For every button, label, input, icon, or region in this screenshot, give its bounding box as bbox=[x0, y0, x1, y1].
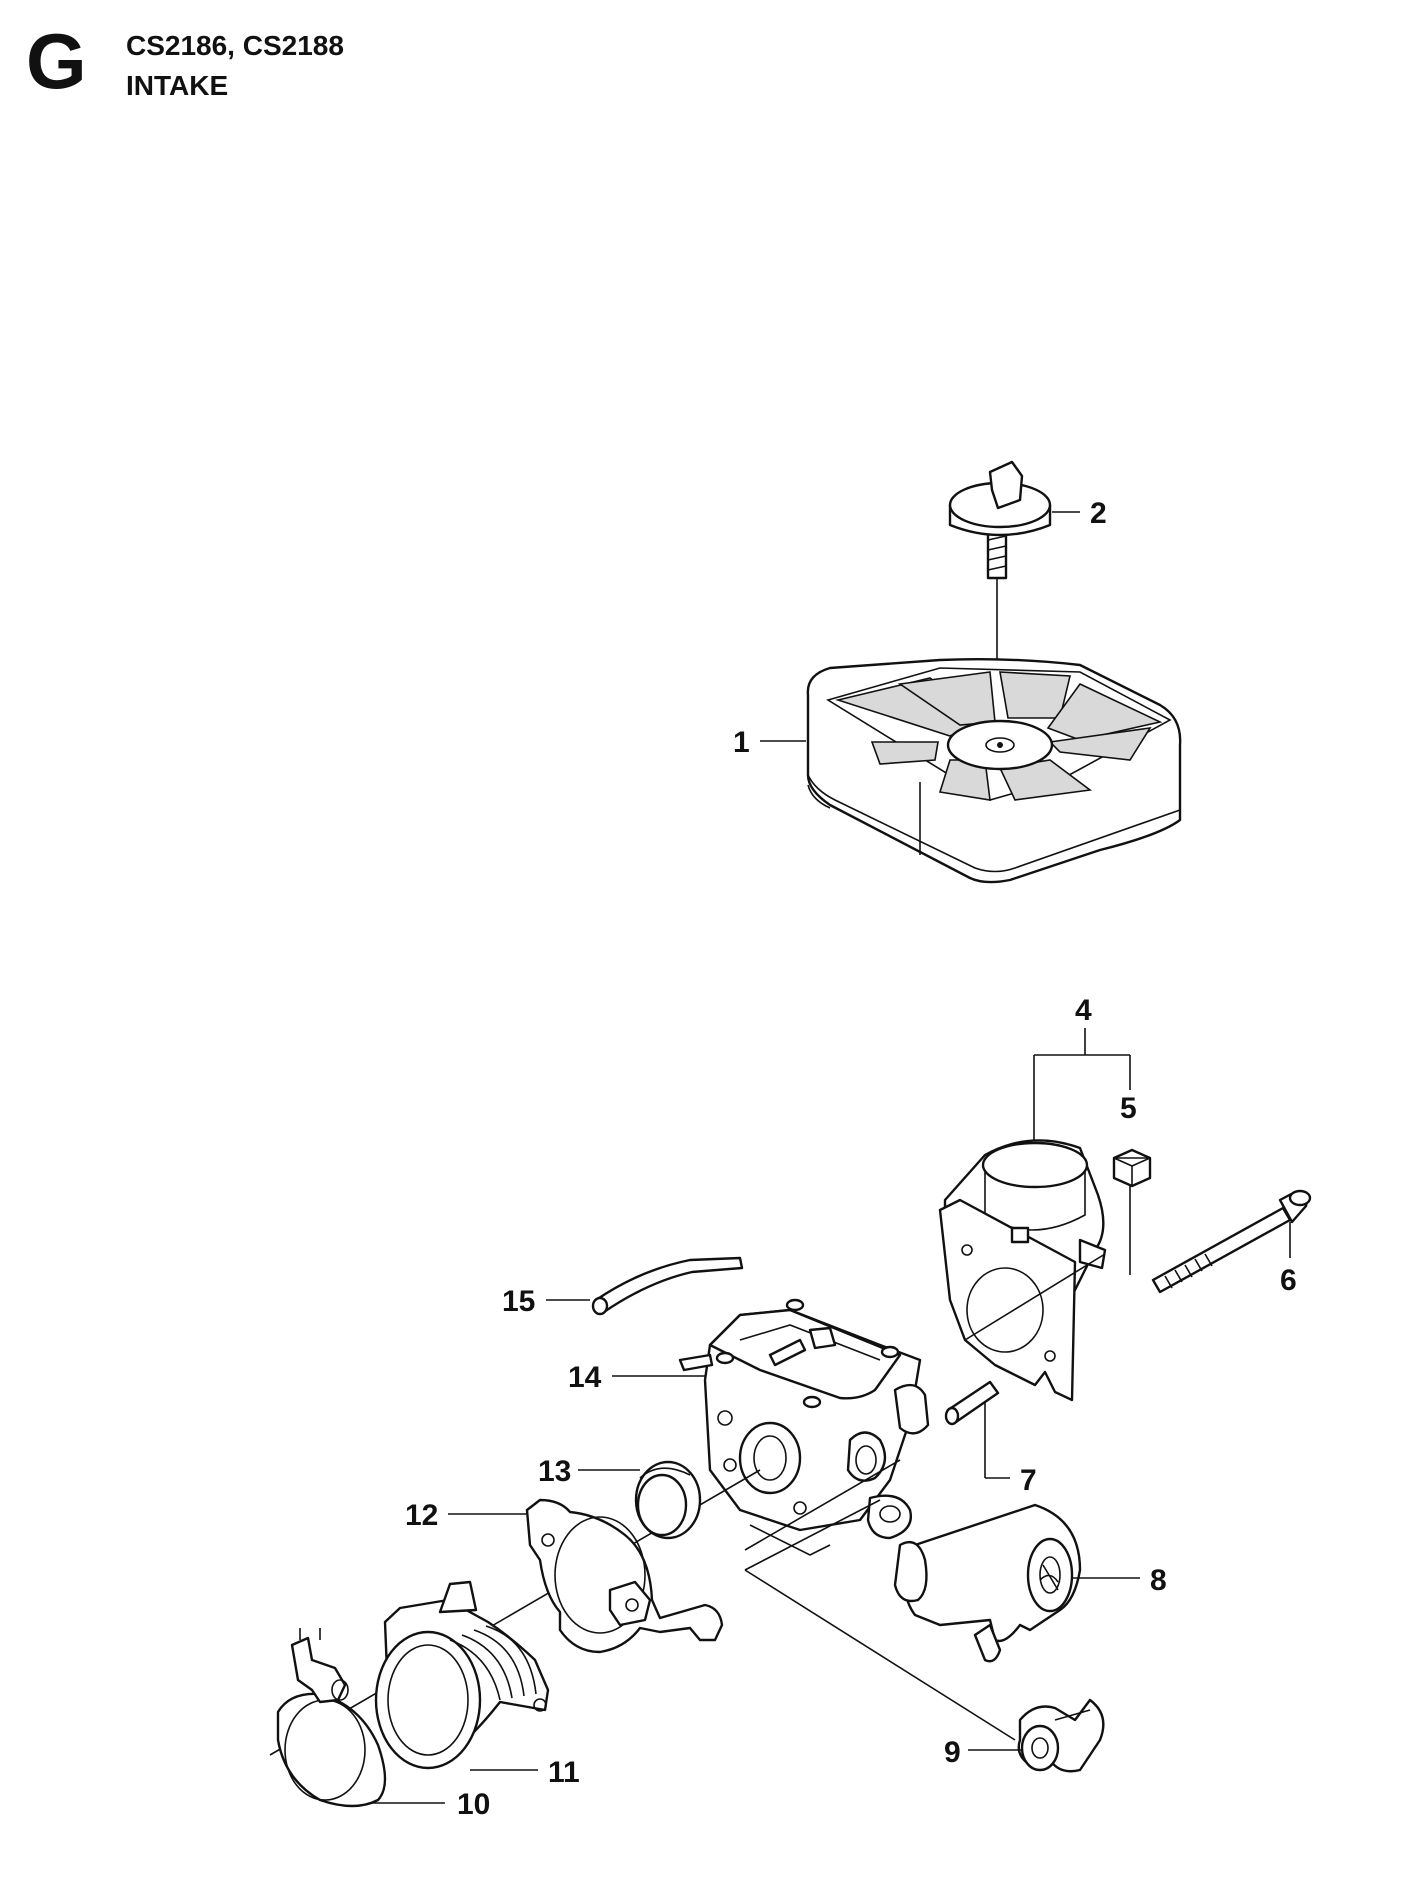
callout-6: 6 bbox=[1280, 1264, 1297, 1297]
callout-5: 5 bbox=[1120, 1092, 1137, 1125]
part-2-knob bbox=[948, 460, 1052, 740]
part-7-dowel bbox=[944, 1380, 1010, 1479]
section-title: INTAKE bbox=[126, 70, 229, 101]
part-9-fitting bbox=[1017, 1698, 1105, 1773]
model-numbers: CS2186, CS2188 bbox=[126, 30, 344, 61]
part-15-hose bbox=[591, 1256, 744, 1316]
callout-8: 8 bbox=[1150, 1564, 1167, 1597]
part-5-nut bbox=[1112, 1148, 1152, 1275]
part-6-bolt bbox=[964, 1189, 1312, 1341]
part-10-hose-clamp bbox=[276, 1628, 387, 1808]
part-12-clamp bbox=[525, 1498, 724, 1654]
callout-9: 9 bbox=[944, 1736, 961, 1769]
part-4-adapter bbox=[938, 1139, 1107, 1402]
callout-14: 14 bbox=[568, 1361, 602, 1394]
part-13-ring bbox=[634, 1460, 702, 1540]
callout-12: 12 bbox=[405, 1499, 438, 1532]
part-11-boot bbox=[374, 1580, 550, 1770]
callout-11: 11 bbox=[548, 1756, 580, 1789]
callout-1: 1 bbox=[733, 726, 750, 759]
assembly-axis-line-2 bbox=[744, 1459, 901, 1551]
part-14-carburetor bbox=[678, 1298, 930, 1556]
assembly-axis-line-4 bbox=[744, 1569, 1016, 1741]
callout-2: 2 bbox=[1090, 497, 1107, 530]
callout-10: 10 bbox=[457, 1788, 490, 1821]
callout-7: 7 bbox=[1020, 1464, 1037, 1497]
leader-bracket-4-5 bbox=[1033, 1028, 1131, 1140]
callout-4: 4 bbox=[1075, 994, 1092, 1027]
assembly-axis-line-3 bbox=[744, 1499, 881, 1571]
section-letter: G bbox=[26, 17, 87, 105]
callout-13: 13 bbox=[538, 1455, 571, 1488]
part-8-tube bbox=[893, 1503, 1082, 1663]
callout-15: 15 bbox=[502, 1285, 535, 1318]
part-1-air-filter bbox=[806, 657, 1182, 884]
